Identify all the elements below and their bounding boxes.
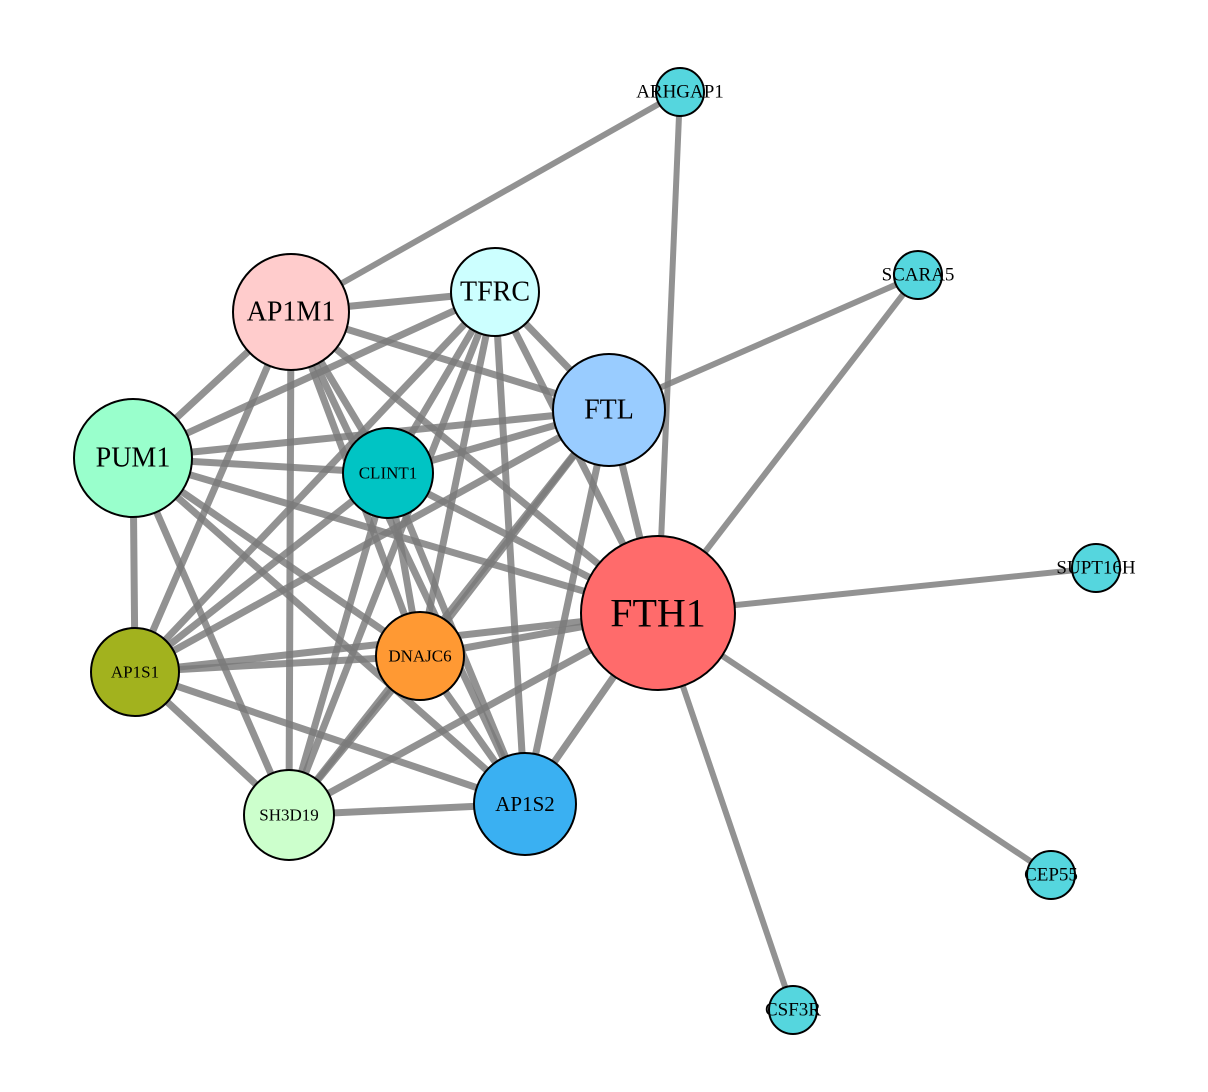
- node-label-csf3r: CSF3R: [765, 1000, 821, 1021]
- node-label-ap1m1: AP1M1: [247, 297, 336, 328]
- node-ap1s1: AP1S1: [90, 627, 180, 717]
- edge-ap1s1-ap1s2: [131, 668, 529, 808]
- edge-pum1-ap1s2: [129, 454, 529, 808]
- node-circle-dnajc6: [375, 611, 465, 701]
- node-tfrc: TFRC: [450, 247, 540, 337]
- node-dnajc6: DNAJC6: [375, 611, 465, 701]
- edge-ap1m1-ap1s2: [287, 308, 529, 808]
- node-ftl: FTL: [552, 353, 666, 467]
- edge-pum1-sh3d19: [129, 454, 293, 819]
- node-label-cep55: CEP55: [1024, 865, 1078, 886]
- node-label-fth1: FTH1: [610, 591, 706, 636]
- node-ap1m1: AP1M1: [232, 253, 350, 371]
- edge-tfrc-dnajc6: [416, 288, 499, 660]
- node-csf3r: CSF3R: [765, 985, 821, 1035]
- node-arhgap1: ARHGAP1: [636, 67, 724, 117]
- node-clint1: CLINT1: [342, 427, 434, 519]
- node-circle-ap1s2: [473, 752, 577, 856]
- node-scara5: SCARA5: [882, 250, 955, 300]
- node-circle-arhgap1: [655, 67, 705, 117]
- edge-ap1m1-fth1: [287, 308, 662, 617]
- node-ap1s2: AP1S2: [473, 752, 577, 856]
- node-label-pum1: PUM1: [96, 443, 171, 474]
- node-supt16h: SUPT16H: [1056, 543, 1136, 593]
- node-label-tfrc: TFRC: [460, 277, 530, 308]
- node-label-dnajc6: DNAJC6: [388, 647, 451, 666]
- node-circle-csf3r: [768, 985, 818, 1035]
- node-circle-ftl: [552, 353, 666, 467]
- edge-tfrc-ap1s1: [131, 288, 499, 676]
- edge-arhgap1-ap1m1: [288, 89, 683, 315]
- edge-ftl-ap1s2: [521, 406, 613, 808]
- node-sh3d19: SH3D19: [243, 769, 335, 861]
- node-fth1: FTH1: [580, 535, 736, 691]
- edge-ftl-ap1s1: [131, 406, 613, 676]
- node-label-scara5: SCARA5: [882, 265, 955, 286]
- node-circle-scara5: [893, 250, 943, 300]
- node-circle-cep55: [1026, 850, 1076, 900]
- node-label-sh3d19: SH3D19: [259, 806, 319, 825]
- node-label-ap1s2: AP1S2: [495, 792, 555, 816]
- edge-arhgap1-fth1: [655, 89, 683, 616]
- edge-cep55-fth1: [655, 610, 1054, 878]
- edge-tfrc-ap1s2: [491, 288, 529, 808]
- edge-ap1m1-ap1s1: [131, 308, 295, 676]
- node-circle-tfrc: [450, 247, 540, 337]
- node-cep55: CEP55: [1024, 850, 1078, 900]
- node-label-clint1: CLINT1: [359, 464, 418, 483]
- node-circle-supt16h: [1071, 543, 1121, 593]
- node-circle-ap1s1: [90, 627, 180, 717]
- edge-tfrc-pum1: [129, 288, 499, 462]
- edge-clint1-ap1s1: [131, 469, 392, 676]
- edge-clint1-sh3d19: [285, 469, 392, 819]
- node-circle-ap1m1: [232, 253, 350, 371]
- node-circle-sh3d19: [243, 769, 335, 861]
- node-label-arhgap1: ARHGAP1: [636, 82, 724, 103]
- node-circle-clint1: [342, 427, 434, 519]
- node-label-supt16h: SUPT16H: [1056, 558, 1135, 579]
- node-circle-fth1: [580, 535, 736, 691]
- node-label-ftl: FTL: [584, 395, 634, 426]
- node-pum1: PUM1: [73, 398, 193, 518]
- node-circle-pum1: [73, 398, 193, 518]
- edge-tfrc-sh3d19: [285, 288, 499, 819]
- node-label-ap1s1: AP1S1: [111, 663, 159, 682]
